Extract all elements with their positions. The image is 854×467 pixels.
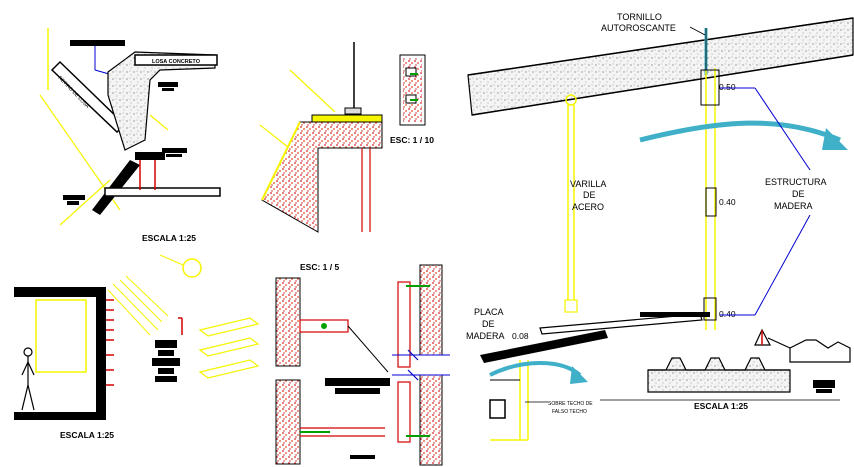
- tornillo-label-1: TORNILLO: [617, 12, 662, 22]
- person-figure-icon: [21, 347, 35, 411]
- tornillo-label-2: AUTOROSCANTE: [601, 23, 676, 33]
- escala-125-b: ESCALA 1:25: [60, 430, 114, 440]
- estructura-label-3: MADERA: [774, 201, 813, 211]
- sobre-techo-label-1: SOBRE TECHO DE: [548, 401, 593, 407]
- placa-label-2: DE: [482, 319, 495, 329]
- escala-125-c: ESCALA 1:25: [694, 401, 748, 411]
- esc-110-label: ESC: 1 / 10: [390, 135, 434, 145]
- escala-125-a: ESCALA 1:25: [142, 233, 196, 243]
- estructura-label-2: DE: [792, 189, 805, 199]
- detail-slab-section: RETIRO DE LOSA LOSA CONCRETO ESCALA 1:25: [39, 28, 221, 243]
- estructura-label-1: ESTRUCTURA: [765, 177, 827, 187]
- sobre-techo-label-2: FALSO TECHO: [552, 409, 587, 415]
- dim-040-a: 0.40: [719, 197, 736, 207]
- losa-concreto-label: LOSA CONCRETO: [152, 59, 201, 65]
- placa-label-1: PLACA: [474, 307, 504, 317]
- placa-label-3: MADERA: [466, 331, 505, 341]
- detail-esc-110: ESC: 1 / 10: [259, 42, 434, 233]
- varilla-label-2: DE: [583, 190, 596, 200]
- dim-050: 0.50: [719, 82, 736, 92]
- detail-roof-section: TORNILLO AUTOROSCANTE VARILLA DE ACERO 0…: [466, 12, 854, 341]
- detail-window-elevation: ESCALA 1:25: [14, 254, 260, 440]
- detail-false-ceiling: SOBRE TECHO DE FALSO TECHO ESCALA 1:25: [480, 328, 851, 441]
- dim-008: 0.08: [512, 331, 529, 341]
- varilla-label-3: ACERO: [572, 202, 604, 212]
- esc-15-label: ESC: 1 / 5: [300, 262, 339, 272]
- detail-esc-15: ESC: 1 / 5: [275, 262, 450, 466]
- dim-040-b: 0.40: [719, 309, 736, 319]
- varilla-label-1: VARILLA: [570, 179, 606, 189]
